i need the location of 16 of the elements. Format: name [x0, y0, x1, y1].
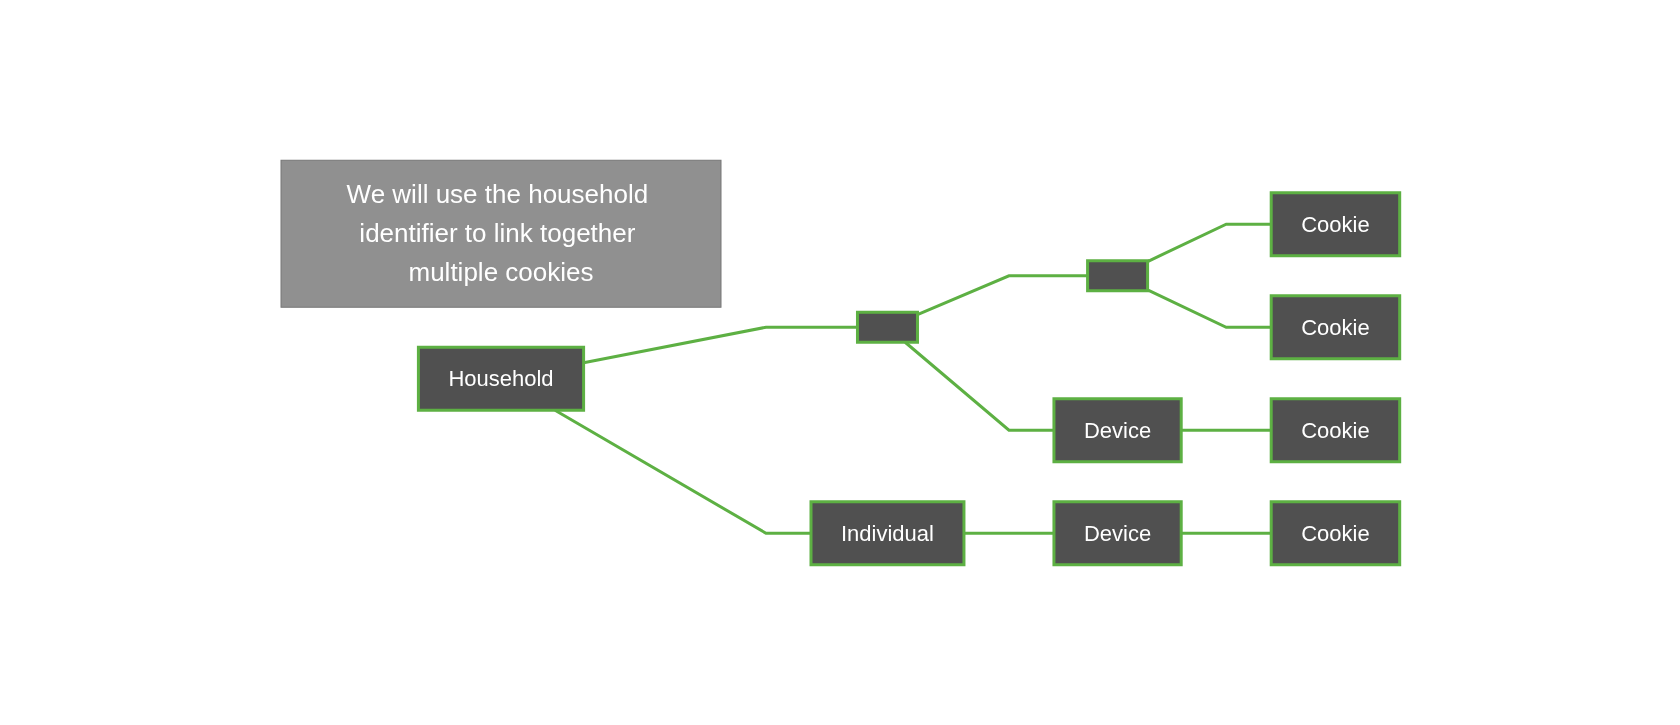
node-box: Cookie: [1269, 500, 1401, 567]
connector: [1146, 222, 1271, 263]
node-box: We will use the household identifier to link together multiple cookies: [280, 159, 722, 308]
node-box: [855, 310, 919, 344]
node-box: Household: [416, 345, 585, 412]
connector: [1146, 288, 1271, 329]
node-box: [1085, 259, 1149, 293]
connector: [963, 531, 1054, 535]
connector: [1180, 531, 1271, 535]
node-box: Cookie: [1269, 397, 1401, 464]
node-box: Device: [1052, 500, 1183, 567]
node-box: Cookie: [1269, 294, 1401, 361]
node-box: Cookie: [1269, 191, 1401, 258]
node-box: Individual: [809, 500, 966, 567]
node-box: Device: [1052, 397, 1183, 464]
connector: [1180, 428, 1271, 432]
